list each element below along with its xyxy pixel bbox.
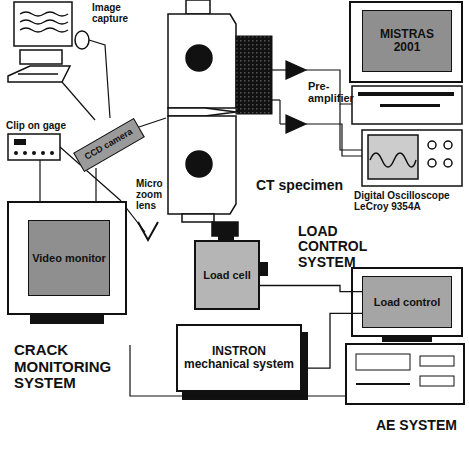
crack-system-label: CRACK MONITORING SYSTEM	[14, 342, 128, 392]
ae-system-label: AE SYSTEM	[376, 418, 466, 433]
node-text: Load cell	[200, 269, 254, 281]
ct-specimen	[168, 0, 238, 236]
load-cell-box: Load cell	[194, 240, 260, 310]
load-control-system-label: LOAD CONTROL SYSTEM	[298, 224, 408, 270]
cable-connector	[260, 286, 362, 292]
node-text: MISTRAS 2001	[363, 28, 451, 54]
mistras-screen: MISTRAS 2001	[362, 10, 452, 72]
node-text: INSTRON mechanical system	[178, 345, 300, 371]
oscilloscope	[362, 130, 462, 186]
image-capture-label: Image capture	[92, 2, 148, 24]
node-text: Video monitor	[29, 252, 109, 264]
video-monitor-frame	[8, 202, 126, 324]
cable-connector	[302, 313, 362, 368]
load-control-computer	[346, 268, 464, 404]
lens-label: Micro zoom lens	[136, 178, 182, 211]
oscilloscope-label: Digital Oscilloscope LeCroy 9354A	[354, 190, 466, 212]
preamp-label: Pre-amplifier	[308, 80, 362, 104]
video-monitor-screen: Video monitor	[28, 220, 110, 296]
node-text: CCD camera	[81, 126, 138, 164]
clip-gage-label: Clip on gage	[6, 120, 86, 131]
instron-box: INSTRON mechanical system	[176, 324, 302, 392]
ae-sensor	[236, 36, 272, 114]
clip-gage-unit	[8, 134, 60, 160]
specimen-label: CT specimen	[256, 178, 356, 193]
computer	[8, 2, 89, 82]
mistras-computer	[350, 2, 462, 124]
load-control-screen: Load control	[362, 276, 452, 328]
ccd-camera: CCD camera	[73, 118, 145, 172]
node-text: Load control	[371, 296, 444, 308]
